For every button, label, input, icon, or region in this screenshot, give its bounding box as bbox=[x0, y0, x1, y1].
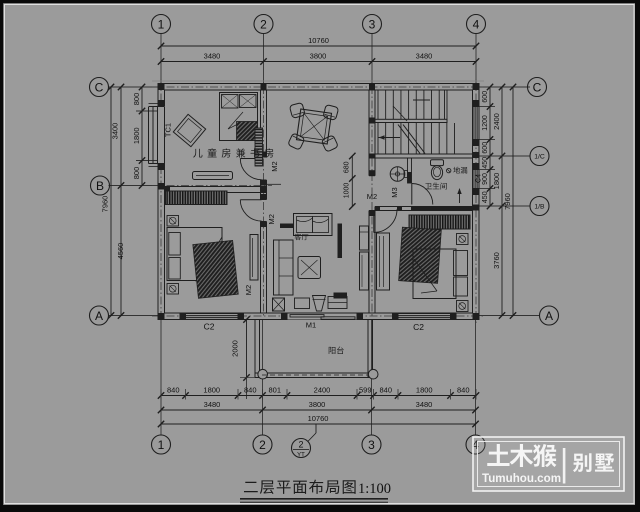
svg-text:7960: 7960 bbox=[101, 196, 110, 213]
svg-text:1: 1 bbox=[158, 438, 165, 452]
svg-text:800: 800 bbox=[132, 93, 141, 106]
svg-text:C2: C2 bbox=[204, 322, 215, 332]
svg-text:1: 1 bbox=[158, 17, 165, 31]
svg-text:840: 840 bbox=[379, 385, 392, 394]
svg-text:TC1: TC1 bbox=[164, 123, 173, 137]
svg-text:900: 900 bbox=[482, 173, 489, 185]
svg-text:M2: M2 bbox=[267, 214, 276, 224]
svg-text:M1: M1 bbox=[306, 321, 316, 330]
svg-text:M3: M3 bbox=[390, 187, 399, 197]
svg-text:1800: 1800 bbox=[132, 127, 141, 144]
svg-text:B: B bbox=[96, 179, 104, 193]
svg-text:3480: 3480 bbox=[416, 400, 433, 409]
svg-text:1200: 1200 bbox=[482, 115, 489, 131]
svg-text:A: A bbox=[95, 309, 103, 323]
svg-text:M2: M2 bbox=[367, 192, 377, 201]
svg-text:3800: 3800 bbox=[309, 400, 326, 409]
svg-text:3480: 3480 bbox=[204, 52, 221, 61]
svg-text:1000: 1000 bbox=[344, 183, 351, 199]
svg-text:3: 3 bbox=[369, 17, 376, 31]
svg-text:3400: 3400 bbox=[111, 123, 120, 140]
svg-text:A: A bbox=[545, 309, 553, 323]
svg-text:4: 4 bbox=[473, 17, 480, 31]
svg-text:1800: 1800 bbox=[416, 385, 433, 394]
svg-text:1/C: 1/C bbox=[534, 153, 545, 160]
svg-text:YT: YT bbox=[297, 453, 305, 459]
svg-text:4560: 4560 bbox=[116, 243, 125, 260]
svg-text:3: 3 bbox=[368, 438, 375, 452]
svg-text:600: 600 bbox=[482, 91, 489, 103]
svg-text:2: 2 bbox=[298, 440, 303, 450]
svg-text:840: 840 bbox=[167, 385, 180, 394]
svg-text:1800: 1800 bbox=[492, 173, 501, 190]
svg-text:450: 450 bbox=[482, 191, 489, 203]
svg-text:800: 800 bbox=[132, 167, 141, 180]
svg-text:2: 2 bbox=[259, 438, 266, 452]
svg-text:599: 599 bbox=[359, 385, 372, 394]
svg-text:7960: 7960 bbox=[503, 193, 512, 210]
svg-text:C: C bbox=[533, 80, 542, 94]
svg-text:C2: C2 bbox=[413, 322, 424, 332]
svg-text:801: 801 bbox=[268, 385, 281, 394]
svg-text:10760: 10760 bbox=[308, 36, 329, 45]
svg-text:680: 680 bbox=[344, 161, 351, 173]
svg-text:1800: 1800 bbox=[203, 385, 220, 394]
svg-text:2000: 2000 bbox=[231, 340, 240, 357]
svg-text:600: 600 bbox=[482, 142, 489, 154]
svg-text:3480: 3480 bbox=[416, 52, 433, 61]
svg-text:Tumuhou.com: Tumuhou.com bbox=[482, 472, 561, 485]
svg-text:450: 450 bbox=[482, 157, 489, 169]
svg-text:M2: M2 bbox=[244, 285, 253, 295]
svg-text:10760: 10760 bbox=[308, 414, 329, 423]
svg-text:3760: 3760 bbox=[492, 252, 501, 269]
svg-text:1/B: 1/B bbox=[534, 203, 545, 210]
svg-text:3800: 3800 bbox=[310, 52, 327, 61]
svg-text:1:100: 1:100 bbox=[358, 481, 391, 497]
svg-text:C4: C4 bbox=[476, 174, 483, 183]
svg-text:3480: 3480 bbox=[204, 400, 221, 409]
svg-text:2400: 2400 bbox=[314, 385, 331, 394]
svg-text:840: 840 bbox=[457, 385, 470, 394]
svg-text:840: 840 bbox=[244, 385, 257, 394]
svg-text:2: 2 bbox=[260, 17, 267, 31]
svg-text:M2: M2 bbox=[270, 161, 279, 171]
svg-text:C: C bbox=[95, 80, 104, 94]
svg-text:2400: 2400 bbox=[492, 113, 501, 130]
svg-text:4: 4 bbox=[472, 438, 479, 452]
